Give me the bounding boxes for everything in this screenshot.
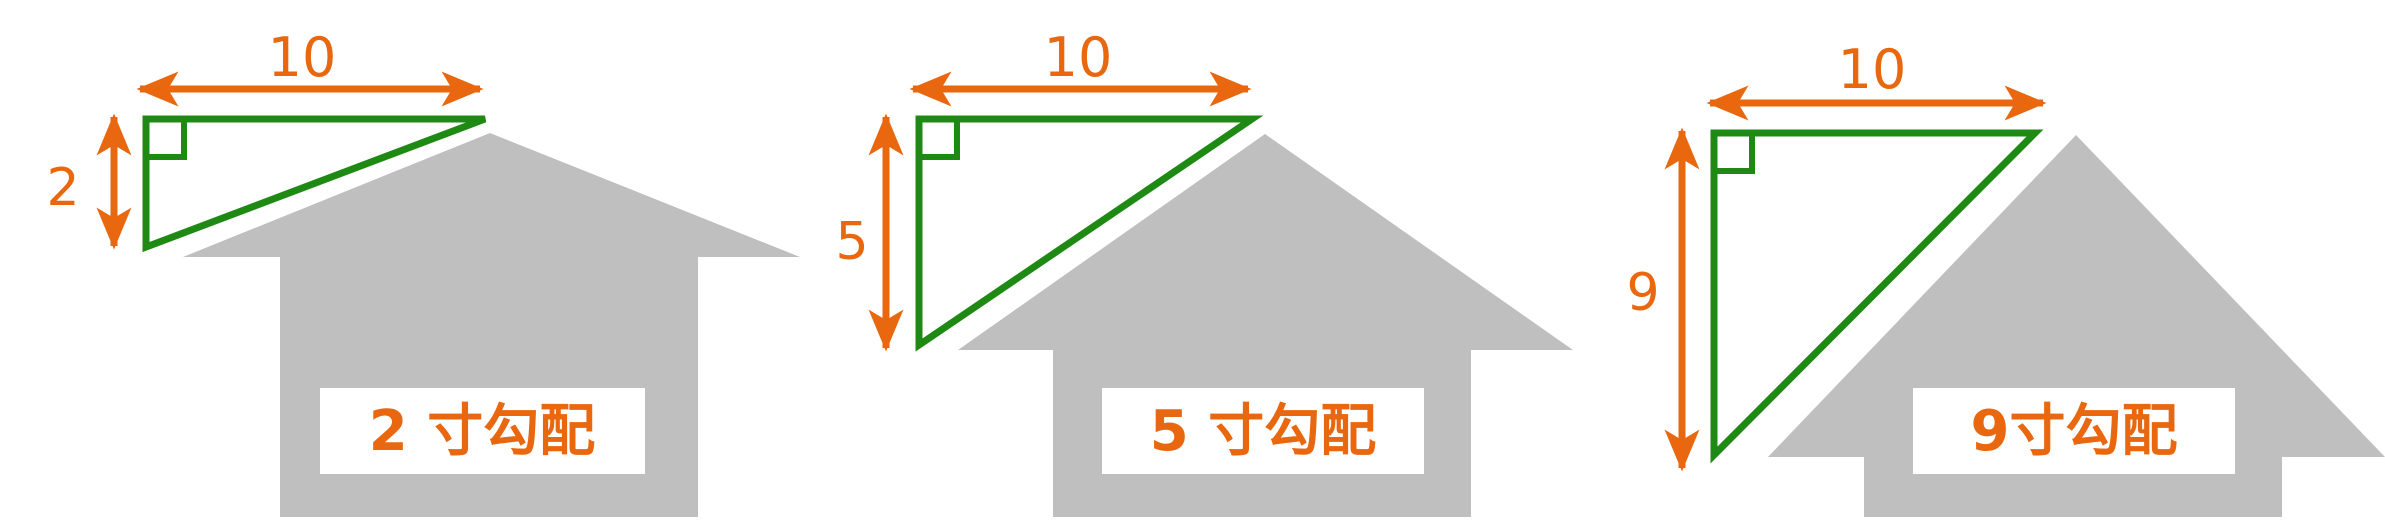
rise-value: 9 xyxy=(1626,263,1659,323)
label-box xyxy=(1913,388,2235,474)
pitch-triangle xyxy=(1710,129,2044,464)
right-angle-mark xyxy=(916,116,960,160)
pitch-label: 2 寸勾配 xyxy=(369,399,595,464)
rise-value: 5 xyxy=(835,212,868,272)
pitch-label: 5 寸勾配 xyxy=(1150,399,1376,464)
label-box xyxy=(1102,388,1424,474)
run-value: 10 xyxy=(1044,26,1113,89)
pitch-triangle xyxy=(915,115,1264,352)
rise-value: 2 xyxy=(46,158,79,218)
pitch-triangle xyxy=(142,115,487,253)
label-box xyxy=(320,388,645,474)
right-angle-mark xyxy=(143,116,187,160)
run-value: 10 xyxy=(1838,38,1907,101)
panel-3: 9寸勾配 10 9 xyxy=(1626,38,2385,517)
run-value: 10 xyxy=(268,26,337,89)
panel-2: 5 寸勾配 10 5 xyxy=(835,26,1573,517)
panel-1: 2 寸勾配 10 2 xyxy=(46,26,800,517)
pitch-label: 9寸勾配 xyxy=(1971,399,2178,464)
right-angle-mark xyxy=(1711,130,1755,174)
